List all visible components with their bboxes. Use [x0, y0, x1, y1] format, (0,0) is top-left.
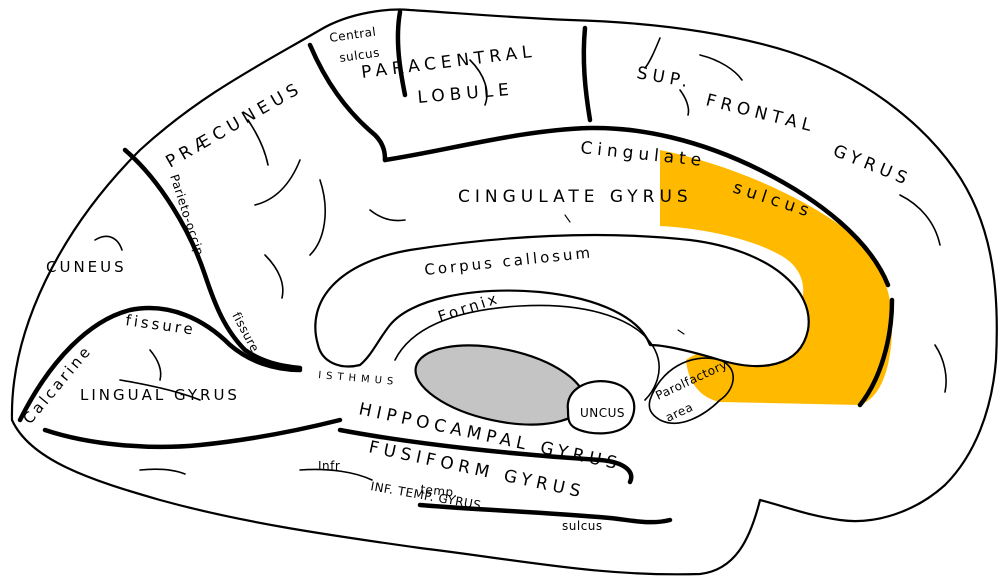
minor-sulcus: [934, 344, 947, 393]
minor-sulcus: [369, 209, 406, 222]
uncus-shape: [566, 380, 636, 435]
minor-sulcus: [149, 349, 162, 381]
label-temp: temp.: [420, 482, 459, 500]
minor-sulcus: [254, 159, 301, 206]
parieto-occipital-line: [122, 147, 303, 371]
parolfactory-outline: [648, 357, 734, 425]
label-lingual-gyrus: LINGUAL GYRUS: [80, 386, 240, 404]
minor-sulcus: [94, 235, 123, 251]
label-central-sulcus-1: Central: [328, 25, 377, 45]
highlighted-region: [660, 150, 893, 405]
minor-sulcus: [309, 179, 326, 256]
label-infr: Infr: [318, 459, 340, 473]
marginal-ramus: [307, 42, 388, 163]
label-central-sulcus-2: sulcus: [338, 45, 380, 65]
corpus-callosum-shape: [314, 233, 810, 368]
minor-sulcus: [264, 254, 284, 299]
minor-sulcus: [644, 37, 661, 69]
collateral-sulcus: [337, 427, 634, 485]
label-uncus: UNCUS: [580, 406, 625, 420]
basal-frontal-line: [857, 297, 895, 408]
calcarine-line: [17, 305, 303, 423]
lingual-lower-line: [42, 417, 343, 450]
central-sulcus-line: [395, 9, 408, 98]
minor-sulcus: [564, 214, 571, 223]
fornix-arc: [394, 304, 660, 401]
minor-sulcus: [139, 468, 186, 475]
brain-outline: [10, 8, 998, 576]
minor-sulcus: [299, 468, 373, 481]
minor-sulcus: [677, 329, 685, 335]
minor-sulcus: [699, 54, 743, 81]
label-cingulate-gyrus: CINGULATE GYRUS: [458, 187, 693, 207]
cingulate-sulcus-line: [382, 125, 891, 288]
minor-sulcus: [247, 119, 269, 166]
minor-sulcus: [469, 59, 488, 106]
inf-temporal-sulcus: [417, 502, 673, 525]
minor-sulcus: [119, 379, 201, 401]
minor-sulcus: [679, 89, 690, 116]
minor-sulcus: [899, 194, 941, 246]
label-cuneus: CUNEUS: [46, 258, 127, 276]
paracentral-boundary: [581, 25, 593, 123]
label-infr-temp-sulcus: sulcus: [562, 519, 603, 533]
